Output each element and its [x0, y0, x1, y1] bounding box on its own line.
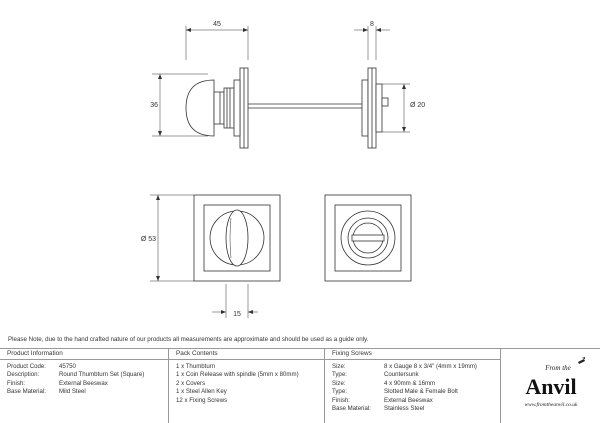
left-rose-inner: [233, 79, 241, 137]
row-label: Base Material:: [7, 388, 46, 396]
row-value: Stainless Steel: [384, 404, 425, 412]
release-square-outer: [324, 194, 412, 282]
logo-from-the: From the: [544, 364, 571, 372]
row-value: External Beeswax: [384, 396, 433, 404]
row-value: External Beeswax: [59, 379, 108, 387]
row-label: Base Material:: [332, 404, 371, 412]
pack-item: 1 x Coin Release with spindle (5mm x 80m…: [176, 371, 299, 379]
row-label: Size:: [332, 363, 346, 370]
fixing-row: Size: 8 x Gauge 8 x 3/4" (4mm x 19mm): [332, 363, 500, 371]
row-value: 45750: [59, 363, 76, 370]
row-label: Finish:: [332, 396, 350, 404]
column-divider: [168, 349, 169, 423]
dim20-label: Ø 20: [410, 102, 425, 109]
thumbturn-square-outer: [193, 194, 281, 282]
pack-item: 1 x Thumbturn: [176, 363, 216, 370]
coin-release-cap: [375, 83, 383, 133]
pack-contents-header: Pack Contents: [169, 349, 324, 360]
row-value: Mild Steel: [59, 388, 86, 396]
pack-item: 12 x Fixing Screws: [176, 396, 228, 404]
row-value: Countersunk: [384, 371, 419, 379]
dim45-label: 45: [213, 21, 221, 28]
dim45-arrow-right: [243, 28, 248, 32]
release-square-inner: [334, 204, 402, 272]
anvil-icon: [578, 357, 585, 364]
fixing-row: Base Material: Stainless Steel: [332, 405, 500, 413]
release-coin-disc: [347, 217, 389, 259]
logo-brand: Anvil: [525, 374, 576, 399]
row-value: 4 x 90mm & 16mm: [384, 379, 436, 387]
thumbturn-grip-highlight: [229, 217, 232, 259]
column-divider: [500, 349, 501, 423]
product-information-header: Product Information: [0, 349, 168, 360]
dim15-arrow-left: [221, 310, 226, 314]
side-elevation: [152, 26, 410, 149]
dim36-arrow-bottom: [158, 131, 162, 136]
fixing-row: Finish: External Beeswax: [332, 397, 500, 405]
dim8-label: 8: [370, 21, 374, 28]
technical-drawing: 45 8 36 Ø 20 Ø 53 15: [141, 21, 425, 318]
row-label: Finish:: [7, 379, 25, 387]
dim36-arrow-top: [158, 74, 162, 79]
info-table: Product Information Product Code: 45750 D…: [0, 348, 600, 423]
thumbturn-square-inner: [203, 204, 271, 272]
row-value: Slotted Male & Female Bolt: [384, 388, 458, 396]
release-rose-circle: [340, 210, 396, 266]
row-label: Product Code:: [7, 363, 46, 370]
dim36-label: 36: [150, 102, 158, 109]
pack-item: 2 x Covers: [176, 379, 206, 387]
row-label: Type:: [332, 371, 347, 379]
thumbturn-collar: [223, 87, 235, 129]
dim8-arrow-left: [363, 28, 368, 32]
product-info-row: Product Code: 45750: [7, 363, 168, 371]
product-info-row: Finish: External Beeswax: [7, 380, 168, 388]
front-view-coin-release: [324, 194, 412, 282]
fixing-row: Type: Slotted Male & Female Bolt: [332, 388, 500, 396]
dim15-arrow-right: [248, 310, 253, 314]
product-info-row: Base Material: Mild Steel: [7, 388, 168, 396]
row-label: Size:: [332, 379, 346, 387]
fixing-row: Size: 4 x 90mm & 16mm: [332, 380, 500, 388]
product-info-row: Description: Round Thumbturn Set (Square): [7, 371, 168, 379]
front-view-thumbturn: [150, 194, 281, 318]
column-divider: [324, 349, 325, 423]
fixing-screws-header: Fixing Screws: [325, 349, 500, 360]
row-label: Type:: [332, 388, 347, 396]
dim15-label: 15: [233, 311, 241, 318]
row-value: Round Thumbturn Set (Square): [59, 371, 145, 379]
dim45-arrow-left: [186, 28, 191, 32]
pack-item: 1 x Steel Allen Key: [176, 388, 227, 396]
product-information-column: Product Information Product Code: 45750 D…: [0, 349, 168, 423]
dim53-arrow-bottom: [156, 276, 160, 281]
fixing-row: Type: Countersunk: [332, 371, 500, 379]
dim53-label: Ø 53: [141, 236, 156, 243]
disclaimer-note: Please Note, due to the hand crafted nat…: [8, 336, 369, 343]
coin-release-tab: [381, 97, 389, 107]
right-rose-inner: [361, 79, 369, 137]
thumbturn-dome: [185, 79, 215, 137]
dim20-arrow-bottom: [402, 127, 406, 132]
release-coin-slot: [351, 234, 385, 242]
dim8-arrow-right: [376, 28, 381, 32]
row-value: 8 x Gauge 8 x 3/4" (4mm x 19mm): [384, 363, 477, 370]
pack-contents-column: Pack Contents 1 x Thumbturn 1 x Coin Rel…: [169, 349, 324, 423]
dim20-arrow-top: [402, 84, 406, 89]
thumbturn-neck: [213, 91, 225, 125]
dim53-arrow-top: [156, 195, 160, 200]
logo-url: www.fromtheanvil.co.uk: [524, 401, 578, 408]
from-the-anvil-logo: From the Anvil www.fromtheanvil.co.uk: [524, 357, 585, 408]
thumbturn-grip: [225, 209, 249, 267]
row-label: Description:: [7, 371, 40, 379]
fixing-screws-column: Fixing Screws Size: 8 x Gauge 8 x 3/4" (4…: [325, 349, 500, 423]
